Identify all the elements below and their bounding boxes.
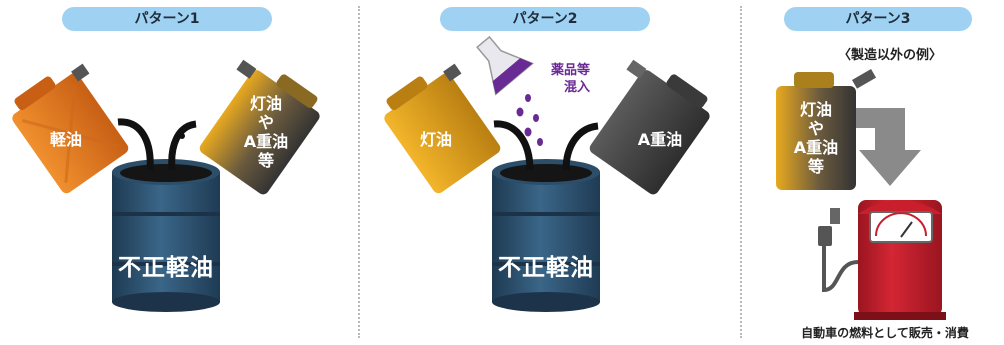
flask-icon: [476, 35, 534, 96]
pattern3-note: 〈製造以外の例〉: [837, 48, 942, 63]
pattern2-can-right: [589, 59, 710, 195]
divider-2: [740, 6, 742, 338]
pattern3-caption: 自動車の燃料として販売・消費: [801, 326, 969, 340]
pattern1-can-left-label: 軽油: [49, 130, 82, 149]
pattern2-drum: [492, 159, 600, 312]
pattern1-drum: [112, 159, 220, 312]
pattern1-can-right-label: 灯油 や A重油 等: [243, 94, 289, 170]
pattern2-can-left-label: 灯油: [419, 130, 452, 149]
divider-1: [358, 6, 360, 338]
pattern1-title: パターン1: [62, 7, 272, 31]
pattern2-title: パターン2: [440, 7, 650, 31]
pattern2-can-left: [384, 63, 501, 194]
chemical-label: 薬品等 混入: [550, 63, 590, 95]
pattern3-can-label: 灯油 や A重油 等: [793, 100, 839, 176]
pattern1-can-right: [199, 59, 320, 195]
pattern3-can: [776, 69, 877, 190]
pattern3-title: パターン3: [784, 7, 972, 31]
fuel-pump-icon: [818, 200, 946, 320]
pattern1-stream-right: [168, 120, 197, 171]
pattern1-can-left: [12, 63, 129, 194]
pattern2-drum-label: 不正軽油: [498, 255, 594, 281]
down-arrow-icon: [856, 108, 921, 186]
pattern2-can-right-label: A重油: [637, 130, 683, 149]
chemical-drops: [516, 94, 543, 146]
pattern1-drum-label: 不正軽油: [118, 255, 214, 281]
